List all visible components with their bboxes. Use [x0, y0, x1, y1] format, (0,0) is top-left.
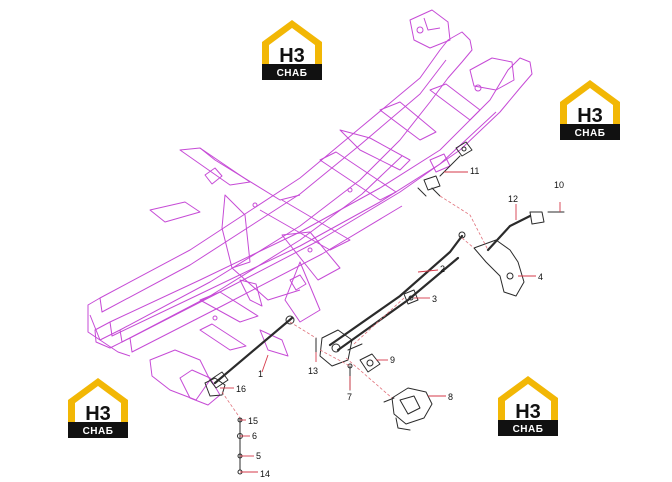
callout-label-11: 11 [470, 166, 479, 176]
logo-title: H3 [85, 403, 111, 425]
callout-11: 11 [444, 166, 479, 176]
callout-13: 13 [308, 352, 318, 376]
logo-watermark-bottom-right: H3 СНАБ [498, 376, 558, 436]
logo-watermark-bottom-left: H3 СНАБ [68, 378, 128, 438]
logo-subtitle: СНАБ [575, 128, 606, 139]
callout-8: 8 [428, 392, 453, 402]
callout-16: 16 [220, 384, 246, 394]
callout-7: 7 [347, 376, 352, 402]
callout-1: 1 [258, 354, 269, 379]
callout-14: 14 [240, 469, 270, 479]
callout-label-4: 4 [538, 272, 543, 282]
logo-subtitle: СНАБ [277, 68, 308, 79]
callout-label-9: 9 [390, 355, 395, 365]
chassis-frame [87, 9, 533, 406]
callouts: 1 2 3 4 5 6 7 8 [220, 166, 564, 479]
callout-label-14: 14 [260, 469, 270, 479]
callout-label-5: 5 [256, 451, 261, 461]
logo-watermark-top-left: H3 СНАБ [262, 20, 322, 80]
callout-2: 2 [417, 264, 445, 274]
callout-10: 10 [554, 180, 564, 212]
callout-15: 15 [240, 416, 258, 426]
logo-title: H3 [577, 105, 603, 127]
callout-4: 4 [518, 272, 543, 282]
callout-label-6: 6 [252, 431, 257, 441]
callout-5: 5 [240, 451, 261, 461]
callout-label-13: 13 [308, 366, 318, 376]
brake-components [204, 141, 565, 475]
callout-label-15: 15 [248, 416, 258, 426]
callout-label-1: 1 [258, 369, 263, 379]
logo-title: H3 [515, 401, 541, 423]
callout-label-8: 8 [448, 392, 453, 402]
callout-label-3: 3 [432, 294, 437, 304]
callout-label-16: 16 [236, 384, 246, 394]
callout-label-10: 10 [554, 180, 564, 190]
callout-label-7: 7 [347, 392, 352, 402]
logo-title: H3 [279, 45, 305, 67]
callout-3: 3 [414, 294, 437, 304]
callout-label-12: 12 [508, 194, 518, 204]
logo-subtitle: СНАБ [83, 426, 114, 437]
logo-watermark-top-right: H3 СНАБ [560, 80, 620, 140]
leader-lines [221, 195, 489, 419]
callout-12: 12 [508, 194, 518, 220]
callout-label-2: 2 [440, 264, 445, 274]
logo-subtitle: СНАБ [513, 424, 544, 435]
callout-6: 6 [240, 431, 257, 441]
callout-9: 9 [376, 355, 395, 365]
